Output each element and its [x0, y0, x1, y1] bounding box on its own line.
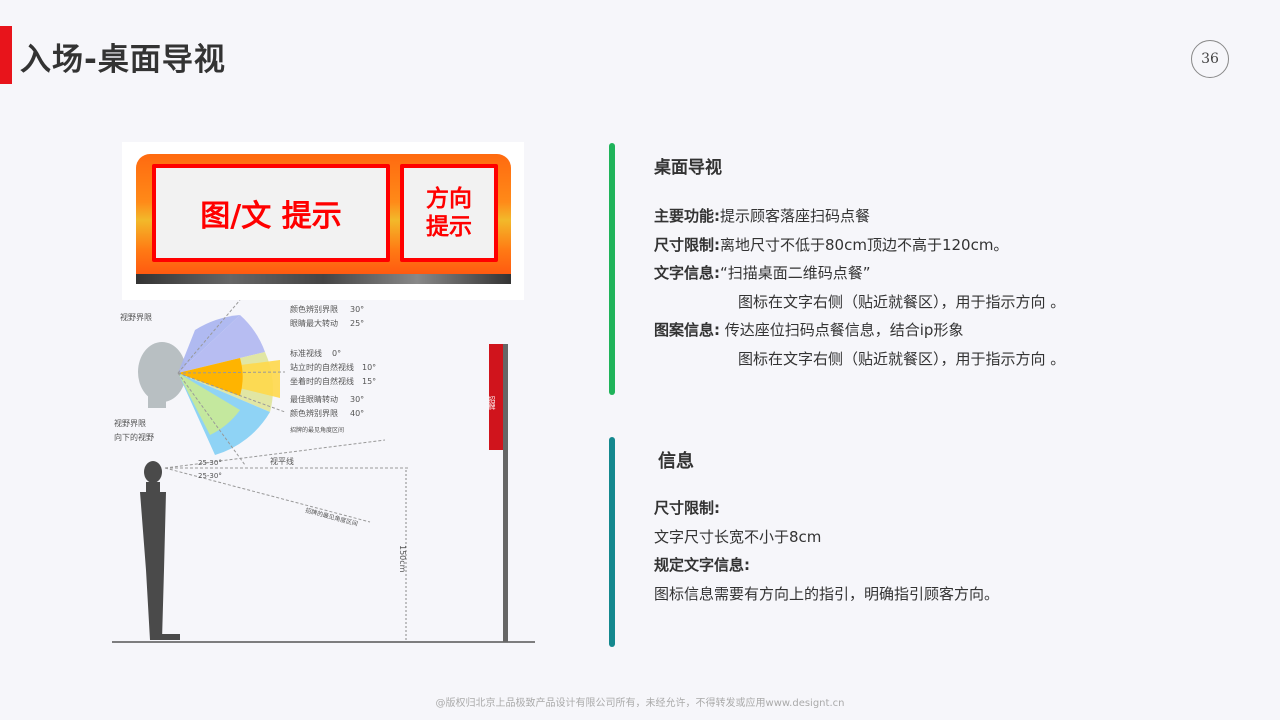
- label-standing-sight: 站立时的自然视线: [290, 362, 354, 372]
- sign-pole: [503, 344, 508, 642]
- label-eye-level: 视平线: [270, 456, 294, 466]
- info-row: 图标在文字右侧（贴近就餐区），用于指示方向 。: [654, 288, 1214, 317]
- info-line: 尺寸限制:: [654, 499, 720, 517]
- side-panel-line2: 提示: [426, 214, 472, 240]
- label-angle-down: 25-30°: [198, 472, 222, 480]
- label-angle-up: 25-30°: [198, 459, 222, 467]
- sign-side-panel: 方向提示: [400, 164, 498, 262]
- info-line: 图标信息需要有方向上的指引，明确指引顾客方向。: [654, 584, 1000, 603]
- label-downward-view: 向下的视野: [114, 432, 154, 442]
- sign-base: [136, 274, 511, 284]
- sign-main-panel: 图/文 提示: [152, 164, 390, 262]
- info-label: 主要功能:: [654, 207, 720, 225]
- info-value: 提示顾客落座扫码点餐: [720, 207, 871, 225]
- view-fan: [177, 300, 286, 466]
- info-row: 图案信息: 传达座位扫码点餐信息，结合ip形象: [654, 316, 1214, 345]
- label-angle-30-bottom: 30°: [350, 395, 364, 404]
- info-line: 文字尺寸长宽不小于8cm: [654, 527, 822, 546]
- info-row: 主要功能:提示顾客落座扫码点餐: [654, 202, 1214, 231]
- label-eye-max-rotation: 眼睛最大转动: [290, 318, 338, 328]
- head-silhouette-icon: [138, 342, 186, 408]
- info-label: 尺寸限制:: [654, 235, 720, 254]
- info-value: 传达座位扫码点餐信息，结合ip形象: [720, 321, 964, 339]
- label-angle-0: 0°: [332, 349, 341, 358]
- info-label: 文字信息:: [654, 264, 720, 282]
- page-number: 36: [1191, 40, 1229, 78]
- section2-details: 尺寸限制: 文字尺寸长宽不小于8cm 规定文字信息: 图标信息需要有方向上的指引，明确…: [654, 494, 1214, 608]
- page-title: 入场-桌面导视: [20, 42, 226, 78]
- person-silhouette-icon: [140, 461, 180, 640]
- section1-accent-bar: [609, 143, 615, 395]
- section2-title: 信息: [658, 451, 694, 472]
- info-label: 图案信息:: [654, 321, 720, 339]
- copyright-footer: @版权归北京上品极致产品设计有限公司所有，未经允许，不得转发或应用www.des…: [435, 698, 845, 709]
- pole-sign-label: 招牌: [488, 395, 496, 411]
- sign-body: 图/文 提示 方向提示: [136, 154, 511, 274]
- label-color-limit-top: 颜色辨别界限: [290, 304, 338, 314]
- section1-title: 桌面导视: [654, 158, 722, 178]
- label-angle-25: 25°: [350, 319, 364, 328]
- info-value: “扫描桌面二维码点餐”: [720, 264, 871, 282]
- label-angle-40: 40°: [350, 409, 364, 418]
- info-row: 图标在文字右侧（贴近就餐区），用于指示方向 。: [654, 345, 1214, 374]
- label-angle-10: 10°: [362, 363, 376, 372]
- pole-sign: [489, 344, 503, 450]
- info-value: 图标在文字右侧（贴近就餐区），用于指示方向 。: [738, 292, 1066, 311]
- info-row: 文字信息:“扫描桌面二维码点餐”: [654, 259, 1214, 288]
- label-best-range-upper: 招牌的最见角度区间: [290, 426, 344, 434]
- label-view-limit-bottom: 视野界限: [114, 418, 146, 428]
- section1-details: 主要功能:提示顾客落座扫码点餐尺寸限制:离地尺寸不低于80cm顶边不高于120c…: [654, 202, 1214, 373]
- side-panel-line1: 方向: [426, 186, 472, 212]
- section2-accent-bar: [609, 437, 615, 647]
- label-view-limit-top: 视野界限: [120, 312, 152, 322]
- label-sitting-sight: 坐着时的自然视线: [290, 376, 354, 386]
- label-best-eye-rotation: 最佳眼睛转动: [290, 394, 338, 404]
- label-angle-15: 15°: [362, 377, 376, 386]
- info-value: 图标在文字右侧（贴近就餐区），用于指示方向 。: [738, 349, 1066, 368]
- info-line: 规定文字信息:: [654, 556, 750, 574]
- title-accent-bar: [0, 26, 12, 84]
- label-height-150cm: 150cm: [398, 545, 407, 573]
- label-angle-30-top: 30°: [350, 305, 364, 314]
- viewing-angle-diagram: 视野界限 颜色辨别界限 30° 眼睛最大转动 25° 标准视线 0° 站立时的自…: [112, 300, 535, 643]
- label-color-limit-bottom: 颜色辨别界限: [290, 408, 338, 418]
- info-row: 尺寸限制:离地尺寸不低于80cm顶边不高于120cm。: [654, 231, 1214, 260]
- table-sign-illustration: 图/文 提示 方向提示: [122, 142, 524, 300]
- info-value: 离地尺寸不低于80cm顶边不高于120cm。: [720, 235, 1009, 254]
- label-standard-sight: 标准视线: [290, 348, 322, 358]
